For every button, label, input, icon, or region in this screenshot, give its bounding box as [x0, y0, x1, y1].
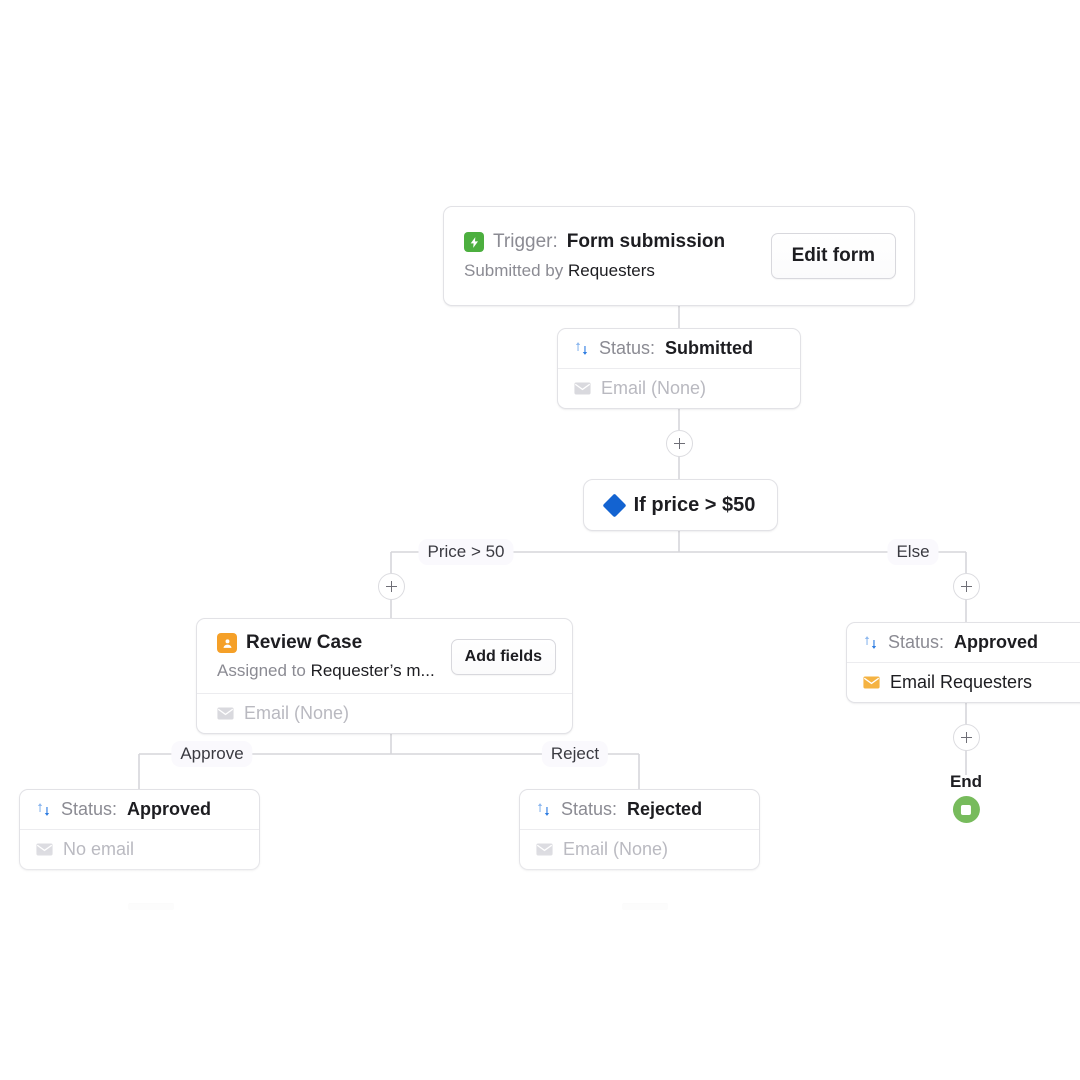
blue-diamond-icon [602, 492, 627, 518]
envelope-icon [536, 843, 553, 856]
add-step-button-3[interactable] [953, 573, 980, 600]
sort-arrows-icon [574, 340, 589, 357]
trigger-subtitle-value: Requesters [567, 261, 655, 280]
lightning-bolt-icon [464, 232, 484, 252]
end-label: End [949, 772, 983, 791]
envelope-icon [574, 382, 591, 395]
bottom-fade-mask [0, 850, 1080, 1080]
status-label: Status: [61, 799, 118, 819]
assigned-label: Assigned to [217, 661, 306, 680]
review-case-email-row[interactable]: Email (None) [197, 693, 572, 733]
envelope-icon [217, 707, 234, 720]
email-row[interactable]: Email (None) [520, 829, 759, 869]
condition-label: If price > $50 [633, 493, 756, 516]
review-case-node[interactable]: Review Case Assigned to Requester’s m...… [196, 618, 573, 734]
trigger-name: Form submission [566, 231, 726, 252]
status-approved-right-node[interactable]: Status: Approved Email Requesters [846, 622, 1080, 703]
sort-arrows-icon [36, 801, 51, 818]
clipped-artifact-right [622, 903, 668, 910]
trigger-label: Trigger: [493, 231, 558, 252]
stop-square-icon [952, 796, 980, 823]
review-case-text: Review Case Assigned to Requester’s m... [217, 631, 451, 682]
status-row[interactable]: Status: Submitted [558, 329, 800, 368]
status-label: Status: [561, 799, 618, 819]
person-icon [217, 633, 237, 653]
email-row[interactable]: No email [20, 829, 259, 869]
trigger-node[interactable]: Trigger: Form submission Submitted by Re… [443, 206, 915, 306]
status-value: Approved [127, 799, 212, 819]
add-step-button-4[interactable] [953, 724, 980, 751]
trigger-text: Trigger: Form submission Submitted by Re… [464, 230, 771, 282]
add-step-button-2[interactable] [378, 573, 405, 600]
email-row[interactable]: Email Requesters [847, 662, 1080, 702]
trigger-title-row: Trigger: Form submission [464, 230, 771, 254]
add-fields-button[interactable]: Add fields [450, 638, 556, 675]
trigger-subtitle-row: Submitted by Requesters [464, 260, 771, 282]
status-row[interactable]: Status: Approved [20, 790, 259, 829]
email-text: Email Requesters [890, 672, 1033, 692]
clipped-artifact-left [128, 903, 174, 910]
envelope-filled-icon [863, 676, 880, 689]
review-case-email-text: Email (None) [244, 703, 350, 723]
status-submitted-node[interactable]: Status: Submitted Email (None) [557, 328, 801, 409]
review-case-header: Review Case Assigned to Requester’s m...… [197, 619, 572, 693]
status-row[interactable]: Status: Approved [847, 623, 1080, 662]
status-approved-left-node[interactable]: Status: Approved No email [19, 789, 260, 870]
email-row[interactable]: Email (None) [558, 368, 800, 408]
status-value: Rejected [627, 799, 703, 819]
status-value: Submitted [665, 338, 754, 358]
status-label: Status: [888, 632, 945, 652]
branch-label-approve: Approve [171, 741, 253, 767]
assigned-value: Requester’s m... [310, 661, 435, 680]
email-text: No email [63, 839, 135, 859]
sort-arrows-icon [536, 801, 551, 818]
review-case-assigned-row: Assigned to Requester’s m... [217, 660, 451, 682]
sort-arrows-icon [863, 634, 878, 651]
review-case-title-row: Review Case [217, 631, 451, 655]
email-text: Email (None) [563, 839, 669, 859]
edit-form-button[interactable]: Edit form [770, 233, 896, 279]
end-node[interactable]: End [950, 772, 982, 823]
status-label: Status: [599, 338, 656, 358]
email-text: Email (None) [601, 378, 707, 398]
trigger-subtitle-label: Submitted by [464, 261, 564, 280]
branch-label-true: Price > 50 [418, 539, 514, 565]
condition-node[interactable]: If price > $50 [583, 479, 778, 531]
status-rejected-node[interactable]: Status: Rejected Email (None) [519, 789, 760, 870]
branch-label-false: Else [887, 539, 939, 565]
review-case-title: Review Case [246, 632, 363, 653]
add-step-button-1[interactable] [666, 430, 693, 457]
status-row[interactable]: Status: Rejected [520, 790, 759, 829]
envelope-icon [36, 843, 53, 856]
branch-label-reject: Reject [541, 741, 609, 767]
status-value: Approved [954, 632, 1039, 652]
